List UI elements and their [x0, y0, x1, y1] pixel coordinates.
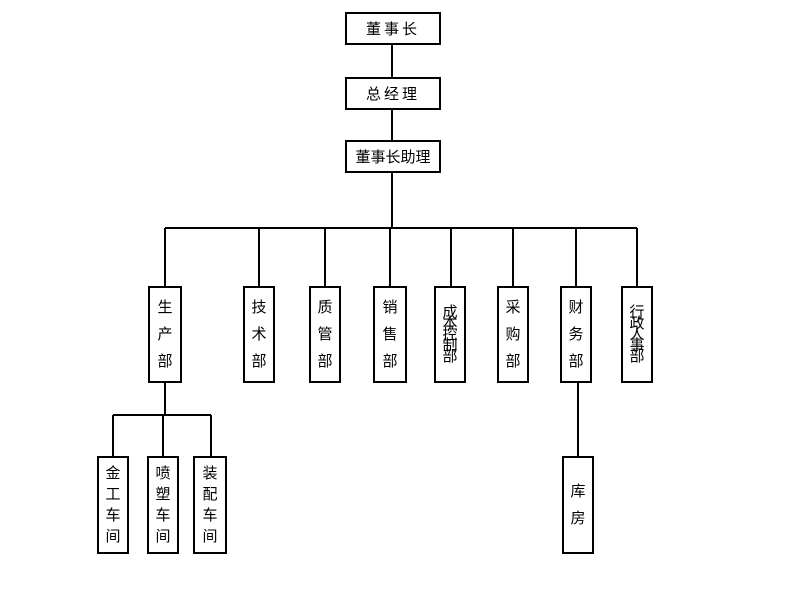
department-label: 财务部: [568, 298, 584, 370]
department-finance: 财务部: [560, 286, 592, 383]
department-label: 销售部: [382, 298, 398, 370]
department-quality: 质管部: [309, 286, 341, 383]
assistant-box: 董事长助理: [345, 140, 441, 173]
department-production: 生产部: [148, 286, 182, 383]
assistant-label: 董事长助理: [355, 148, 431, 166]
department-admin-hr: 行政人事部: [621, 286, 653, 383]
department-technology: 技术部: [243, 286, 275, 383]
workshop-label: 喷塑车间: [155, 464, 171, 545]
chairman-label: 董事长: [365, 20, 420, 38]
department-sales: 销售部: [373, 286, 407, 383]
general-manager-label: 总经理: [365, 85, 420, 103]
warehouse-label: 库房: [570, 482, 586, 527]
department-purchasing: 采购部: [497, 286, 529, 383]
workshop-assembly: 装配车间: [193, 456, 227, 554]
department-label: 生产部: [157, 298, 173, 370]
department-label: 行政人事部: [629, 303, 645, 365]
workshop-label: 金工车间: [105, 464, 121, 545]
workshop-spray: 喷塑车间: [147, 456, 179, 554]
general-manager-box: 总经理: [345, 77, 441, 110]
department-label: 成本控制部: [442, 303, 458, 365]
department-label: 技术部: [251, 298, 267, 370]
department-label: 质管部: [317, 298, 333, 370]
chairman-box: 董事长: [345, 12, 441, 45]
workshop-label: 装配车间: [202, 464, 218, 545]
department-cost-control: 成本控制部: [434, 286, 466, 383]
warehouse-box: 库房: [562, 456, 594, 554]
department-label: 采购部: [505, 298, 521, 370]
workshop-metalwork: 金工车间: [97, 456, 129, 554]
